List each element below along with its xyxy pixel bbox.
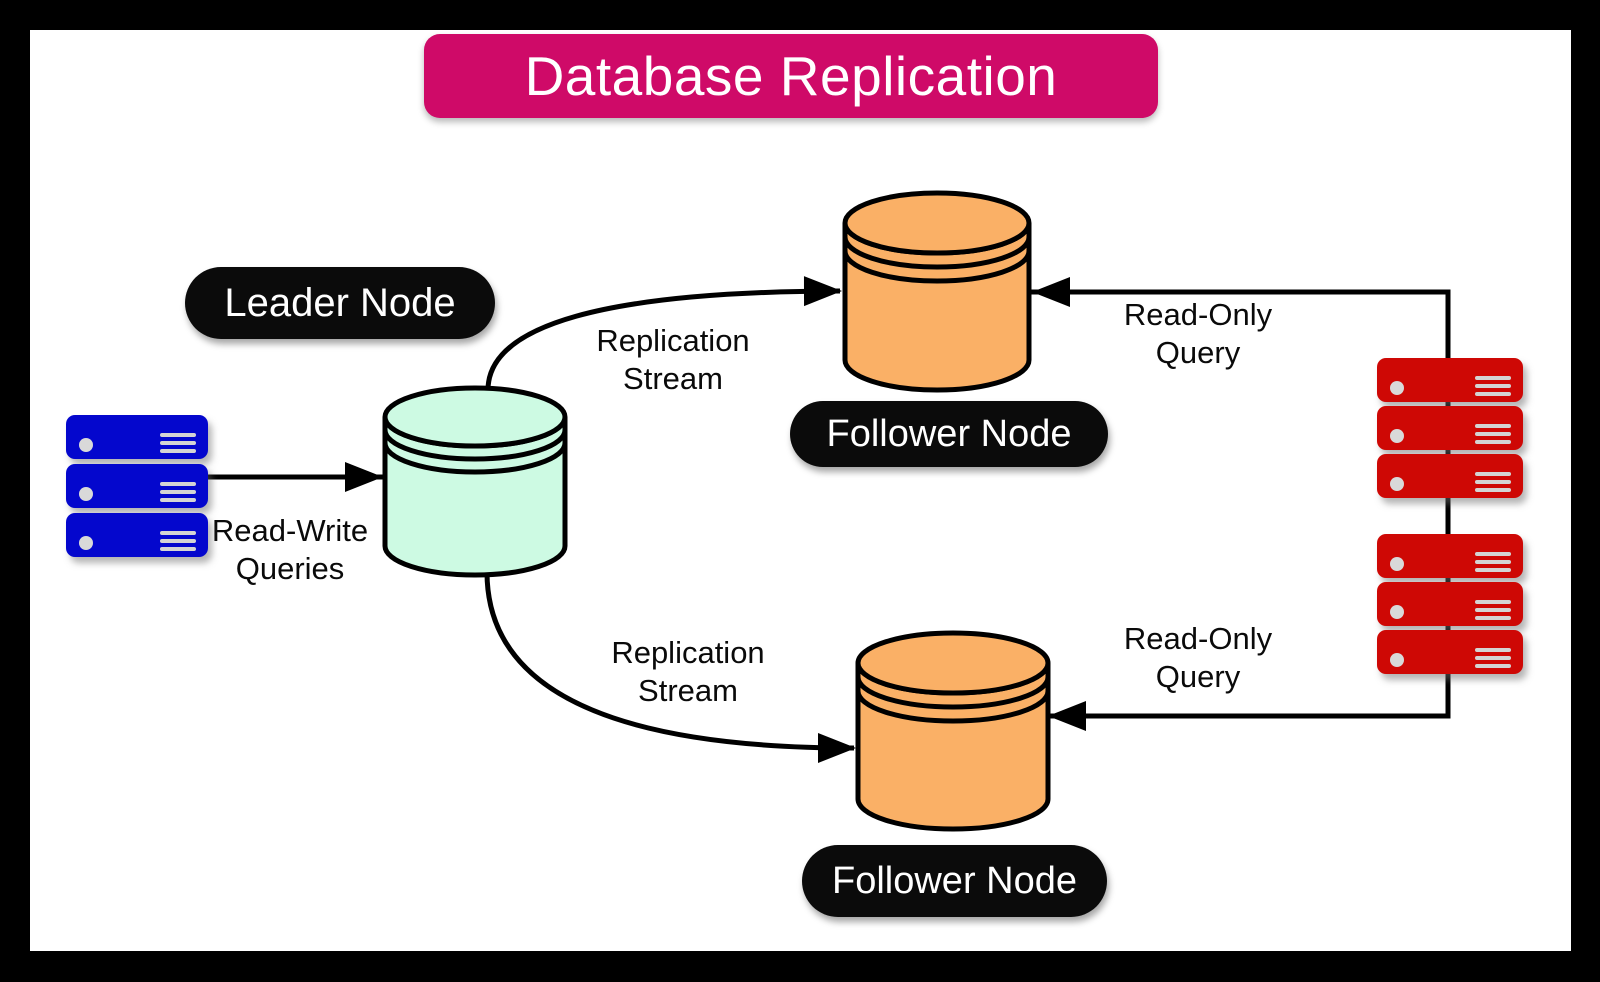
leader-cylinder-ring <box>382 429 568 462</box>
vent-lines-icon <box>160 531 196 551</box>
power-light-icon <box>1390 605 1404 619</box>
read-write-queries-label: Read-Write Queries <box>160 512 420 588</box>
follower-bottom-db-cylinder <box>855 630 1051 832</box>
leader-node-label-text: Leader Node <box>224 280 456 325</box>
follower-top-cylinder-lid <box>842 190 1032 256</box>
replication-stream-arrow-bottom <box>484 571 856 763</box>
follower-top-node-label-text: Follower Node <box>826 412 1072 455</box>
read-write-queries-label-line1: Read-Write <box>211 513 369 548</box>
read-only-query-top-line2: Query <box>1155 335 1241 370</box>
power-light-icon <box>1390 557 1404 571</box>
leader-cylinder-ring <box>382 442 568 475</box>
replication-stream-label-top: Replication Stream <box>543 322 803 398</box>
diagram-title: Database Replication <box>524 45 1058 107</box>
read-client-server-top <box>1377 406 1523 450</box>
vent-lines-icon <box>160 482 196 502</box>
read-only-query-label-bottom: Read-Only Query <box>1068 620 1328 696</box>
follower-bottom-cylinder-lid <box>855 630 1051 696</box>
vent-lines-icon <box>160 433 196 453</box>
read-write-queries-label-line2: Queries <box>235 551 345 586</box>
read-only-query-label-top: Read-Only Query <box>1068 296 1328 372</box>
power-light-icon <box>79 487 93 501</box>
replication-stream-arrow-top <box>485 276 842 391</box>
power-light-icon <box>1390 653 1404 667</box>
write-client-server <box>66 464 208 508</box>
follower-bottom-cylinder-ring <box>855 690 1051 724</box>
vent-lines-icon <box>1475 600 1511 620</box>
read-client-server-bottom <box>1377 534 1523 578</box>
replication-stream-top-line2: Stream <box>623 361 723 396</box>
read-client-server-bottom <box>1377 630 1523 674</box>
leader-cylinder-lid <box>382 385 568 449</box>
replication-stream-bottom-line2: Stream <box>638 673 738 708</box>
follower-top-db-cylinder <box>842 190 1032 393</box>
write-client-server <box>66 513 208 557</box>
follower-bottom-node-label-text: Follower Node <box>832 859 1077 902</box>
read-client-server-top <box>1377 358 1523 402</box>
follower-top-cylinder-ring <box>842 250 1032 284</box>
vent-lines-icon <box>1475 552 1511 572</box>
vent-lines-icon <box>1475 424 1511 444</box>
read-client-server-top <box>1377 454 1523 498</box>
follower-bottom-node-label: Follower Node <box>802 845 1107 917</box>
power-light-icon <box>1390 429 1404 443</box>
follower-top-cylinder-ring <box>842 236 1032 270</box>
power-light-icon <box>1390 381 1404 395</box>
follower-top-node-label: Follower Node <box>790 401 1108 467</box>
read-only-query-bottom-line2: Query <box>1155 659 1241 694</box>
diagram-canvas <box>30 30 1571 951</box>
replication-stream-label-bottom: Replication Stream <box>558 634 818 710</box>
power-light-icon <box>79 438 93 452</box>
follower-bottom-cylinder-ring <box>855 676 1051 710</box>
read-only-query-top-line1: Read-Only <box>1123 297 1273 332</box>
leader-db-cylinder <box>382 385 568 578</box>
diagram-title-banner: Database Replication <box>424 34 1158 118</box>
power-light-icon <box>1390 477 1404 491</box>
write-client-server <box>66 415 208 459</box>
read-only-query-bottom-line1: Read-Only <box>1123 621 1273 656</box>
replication-stream-bottom-line1: Replication <box>611 635 765 670</box>
read-client-server-bottom <box>1377 582 1523 626</box>
leader-node-label: Leader Node <box>185 267 495 339</box>
vent-lines-icon <box>1475 472 1511 492</box>
vent-lines-icon <box>1475 376 1511 396</box>
power-light-icon <box>79 536 93 550</box>
vent-lines-icon <box>1475 648 1511 668</box>
replication-stream-top-line1: Replication <box>596 323 750 358</box>
